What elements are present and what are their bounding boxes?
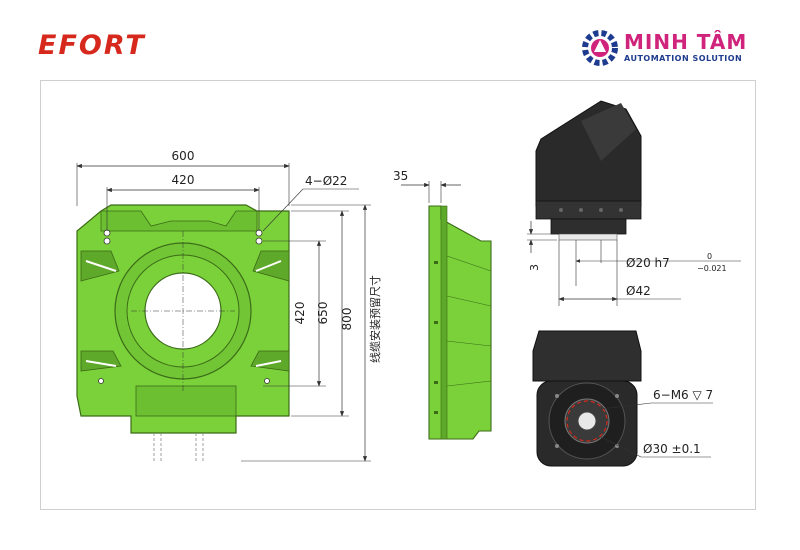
dim-420-horizontal: 420 (172, 173, 195, 187)
tol-lower: −0.021 (697, 264, 727, 273)
flange-front-view: 6−M6 ▽ 7 Ø30 ±0.1 (532, 330, 713, 467)
gear-icon (582, 30, 618, 66)
cable-note: 线缆安装预留尺寸 (368, 275, 382, 363)
shaft-dia: Ø20 h7 (626, 256, 670, 270)
thread-callout: 6−M6 ▽ 7 (653, 388, 713, 402)
mounting-holes (98, 229, 270, 384)
dim-3: 3 (528, 264, 541, 271)
side-view: 35 (393, 169, 492, 440)
technical-drawing: 600 420 4−Ø22 420 650 800 线缆安装预留尺寸 (40, 80, 756, 510)
tol-upper: 0 (707, 252, 712, 261)
pcd-callout: Ø30 ±0.1 (643, 442, 701, 456)
flange-dia: Ø42 (626, 284, 651, 298)
hole-callout: 4−Ø22 (305, 174, 347, 188)
dim-600: 600 (172, 149, 195, 163)
dim-35: 35 (393, 169, 408, 183)
flange-side-view: 3 Ø20 h7 0 −0.021 Ø42 (527, 100, 741, 306)
dim-800: 800 (340, 308, 354, 331)
dim-650: 650 (316, 302, 330, 325)
efort-logo: EFORT (38, 30, 146, 61)
front-view: 600 420 4−Ø22 420 650 800 线缆安装预留尺寸 (76, 149, 382, 462)
minh-tam-name: MINH TÂM (624, 30, 748, 54)
minh-tam-logo: MINH TÂM AUTOMATION SOLUTION (580, 28, 770, 68)
minh-tam-tagline: AUTOMATION SOLUTION (624, 54, 743, 63)
dim-420-vertical: 420 (293, 302, 307, 325)
